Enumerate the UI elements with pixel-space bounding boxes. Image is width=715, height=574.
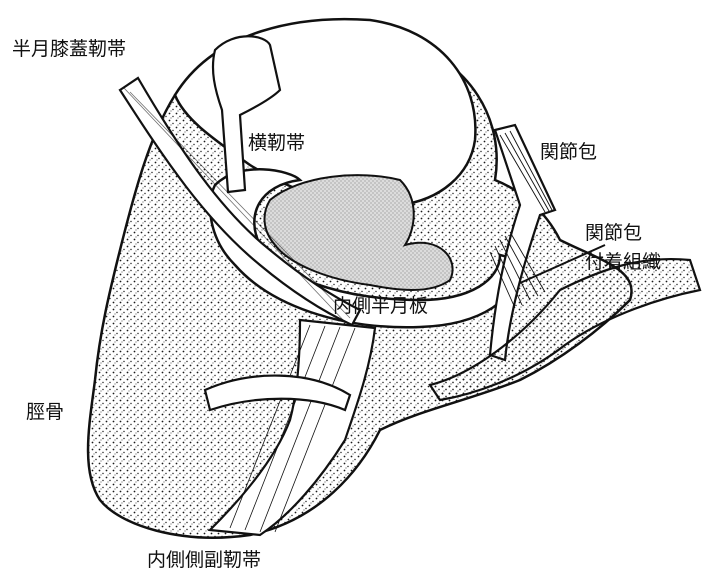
label-transverse-ligament: 横靭帯 [248, 131, 305, 155]
label-capsule-attachment-line1: 関節包 [585, 219, 661, 248]
label-medial-meniscus: 内側半月板 [333, 294, 428, 318]
label-tibia: 脛骨 [26, 400, 64, 424]
label-joint-capsule: 関節包 [540, 140, 597, 164]
label-patellomeniscal-ligament: 半月膝蓋靭帯 [12, 37, 126, 61]
label-capsule-attachment-line2: 付着組織 [585, 248, 661, 277]
label-medial-collateral-ligament: 内側側副靭帯 [147, 548, 261, 572]
label-capsule-attachment: 関節包 付着組織 [585, 219, 661, 277]
